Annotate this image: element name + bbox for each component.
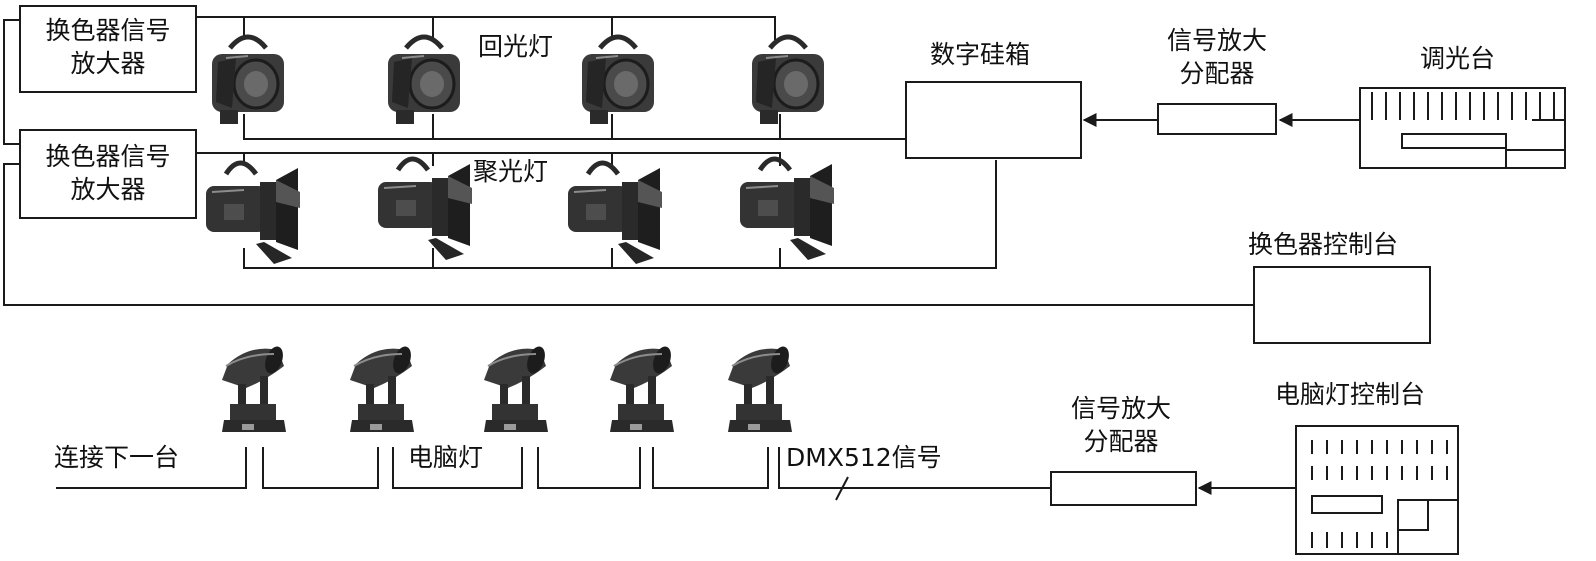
cc-amp-link-left	[3, 19, 20, 145]
color-changer-amp-bottom-label: 换色器信号 放大器	[20, 140, 196, 206]
moving-head-fixture-icon	[609, 343, 676, 433]
moving-head-fixture-icon	[727, 343, 794, 433]
color-changer-amp-bottom-label-line1: 换色器信号	[45, 142, 171, 171]
signal-amp-top-label-line2: 分配器	[1179, 59, 1255, 88]
signal-amp-top-label-line1: 信号放大	[1166, 26, 1267, 55]
color-changer-amp-top-label-line2: 放大器	[70, 49, 146, 78]
signal-amp-bottom-box	[1050, 471, 1197, 506]
dmx-signal-label: DMX512信号	[786, 443, 942, 472]
color-changer-amp-top-label-line1: 换色器信号	[45, 16, 171, 45]
backlight-fixture-icon	[212, 37, 284, 124]
moving-head-console-label: 电脑灯控制台	[1275, 380, 1426, 409]
spotlight-label: 聚光灯	[473, 157, 549, 186]
backlight-fixture-icon	[582, 37, 654, 124]
moving-head-fixture-icon	[221, 343, 288, 433]
moving-head-console-box	[1295, 425, 1459, 555]
spotlight-fixture-icon	[568, 163, 662, 264]
spotlight-dimmer-line	[243, 160, 997, 269]
dimmer-rack-box	[905, 81, 1082, 159]
chain-to-next	[56, 447, 247, 489]
moving-head-fixture-icon	[483, 343, 550, 433]
dimmer-console-box	[1359, 87, 1566, 169]
dmx-line	[778, 447, 1051, 489]
color-changer-console-label: 换色器控制台	[1248, 230, 1399, 259]
spotlight-fixture-icon	[740, 159, 834, 260]
signal-amp-top-label: 信号放大 分配器	[1150, 24, 1284, 90]
signal-amp-top-box	[1157, 103, 1277, 135]
color-changer-console-box	[1253, 266, 1431, 344]
signal-amp-bottom-label-line2: 分配器	[1083, 427, 1159, 456]
cc-bus-top	[196, 16, 776, 40]
dimmer-console-faders	[1371, 92, 1555, 120]
dimmer-console-label: 调光台	[1420, 44, 1496, 73]
moving-head-fixture-icon	[349, 343, 416, 433]
dmx-slash	[835, 476, 849, 501]
cc-console-line	[3, 163, 1254, 306]
backlight-fixture-icon	[388, 37, 460, 124]
backlight-label: 回光灯	[478, 32, 554, 61]
color-changer-amp-top-box	[19, 5, 197, 93]
connect-next-label: 连接下一台	[54, 443, 180, 472]
signal-amp-bottom-label-line1: 信号放大	[1070, 394, 1171, 423]
color-changer-amp-bottom-label-line2: 放大器	[70, 175, 146, 204]
backlight-fixture-icon	[752, 37, 824, 124]
signal-amp-bottom-label: 信号放大 分配器	[1054, 392, 1188, 458]
spotlight-fixture-icon	[378, 159, 472, 260]
dimmer-rack-label: 数字硅箱	[930, 40, 1031, 69]
backlight-dimmer-line	[243, 114, 906, 140]
moving-head-console-faders	[1311, 440, 1448, 548]
spotlight-fixture-icon	[206, 163, 300, 264]
moving-head-label: 电脑灯	[408, 443, 484, 472]
color-changer-amp-top-label: 换色器信号 放大器	[20, 14, 196, 80]
color-changer-amp-bottom-box	[19, 129, 197, 219]
